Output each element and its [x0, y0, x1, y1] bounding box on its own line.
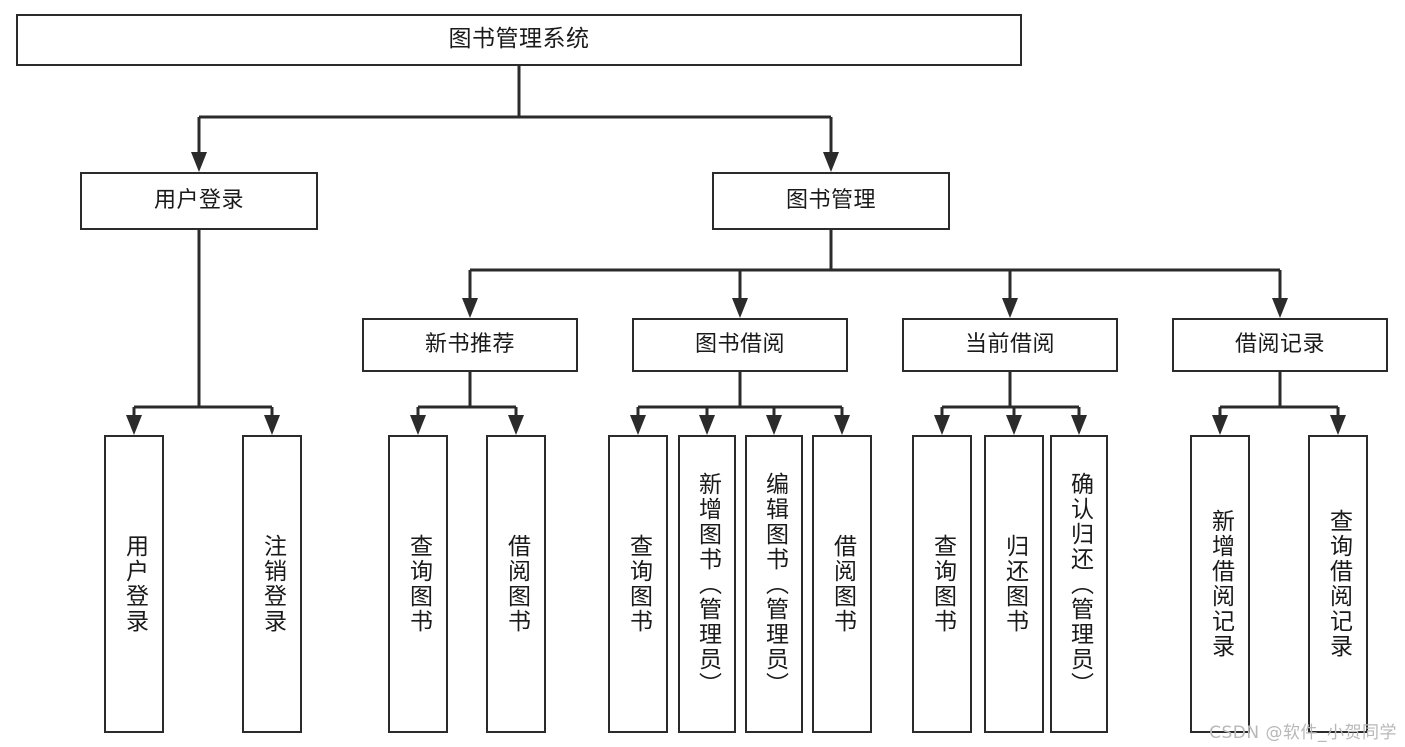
node-newbook: 新书推荐	[362, 318, 578, 372]
arrow-head	[823, 152, 839, 172]
node-label: 新增借阅记录	[1207, 509, 1234, 659]
node-label: 用户登录	[153, 187, 244, 213]
node-label: 新增图书（管理员）	[694, 471, 721, 697]
node-label: 当前借阅	[964, 331, 1055, 357]
node-label: 归还图书	[1001, 534, 1028, 634]
arrow-head	[1212, 415, 1228, 435]
node-record: 借阅记录	[1172, 318, 1388, 372]
node-label: 图书借阅	[694, 331, 785, 357]
arrow-head	[410, 415, 426, 435]
node-label: 查询图书	[625, 534, 652, 634]
node-leaf-return: 归还图书	[984, 435, 1044, 733]
node-leaf-query-new: 查询图书	[388, 435, 448, 733]
arrow-head	[732, 298, 748, 318]
node-label: 新书推荐	[424, 331, 515, 357]
node-label: 借阅图书	[503, 534, 530, 634]
arrow-head	[1071, 415, 1087, 435]
node-leaf-query-b: 查询图书	[608, 435, 668, 733]
node-leaf-login: 用户登录	[104, 435, 164, 733]
watermark-text: CSDN @软件_小贺同学	[1209, 723, 1397, 743]
node-leaf-borrow-book: 借阅图书	[812, 435, 872, 733]
node-label: 编辑图书（管理员）	[761, 471, 788, 697]
node-leaf-edit-book: 编辑图书（管理员）	[745, 435, 803, 733]
node-label: 图书管理	[785, 187, 876, 213]
node-label: 借阅记录	[1234, 331, 1325, 357]
node-label: 借阅图书	[829, 534, 856, 634]
arrow-head	[264, 415, 280, 435]
arrow-head	[834, 415, 850, 435]
arrow-head	[1330, 415, 1346, 435]
arrow-head	[766, 415, 782, 435]
node-label: 查询借阅记录	[1325, 509, 1352, 659]
node-label: 查询图书	[929, 534, 956, 634]
node-current: 当前借阅	[902, 318, 1118, 372]
arrow-head	[699, 415, 715, 435]
node-label: 用户登录	[121, 534, 148, 634]
node-label: 注销登录	[259, 534, 286, 634]
node-bookmgmt: 图书管理	[712, 172, 950, 230]
node-leaf-query-record: 查询借阅记录	[1308, 435, 1368, 733]
node-leaf-add-record: 新增借阅记录	[1190, 435, 1250, 733]
node-leaf-add-book: 新增图书（管理员）	[678, 435, 736, 733]
node-leaf-borrow-new: 借阅图书	[486, 435, 546, 733]
node-leaf-logout: 注销登录	[242, 435, 302, 733]
arrow-head	[1272, 298, 1288, 318]
arrow-head	[630, 415, 646, 435]
node-label: 图书管理系统	[448, 26, 590, 53]
node-login: 用户登录	[80, 172, 318, 230]
node-root: 图书管理系统	[16, 14, 1022, 66]
arrow-head	[462, 298, 478, 318]
arrow-head	[191, 152, 207, 172]
arrow-head	[934, 415, 950, 435]
node-leaf-query-c: 查询图书	[912, 435, 972, 733]
node-label: 确认归还（管理员）	[1066, 471, 1093, 697]
arrow-head	[508, 415, 524, 435]
node-leaf-confirm: 确认归还（管理员）	[1050, 435, 1108, 733]
node-borrow: 图书借阅	[632, 318, 848, 372]
node-label: 查询图书	[405, 534, 432, 634]
arrow-head	[1002, 298, 1018, 318]
arrow-head	[126, 415, 142, 435]
arrow-head	[1006, 415, 1022, 435]
